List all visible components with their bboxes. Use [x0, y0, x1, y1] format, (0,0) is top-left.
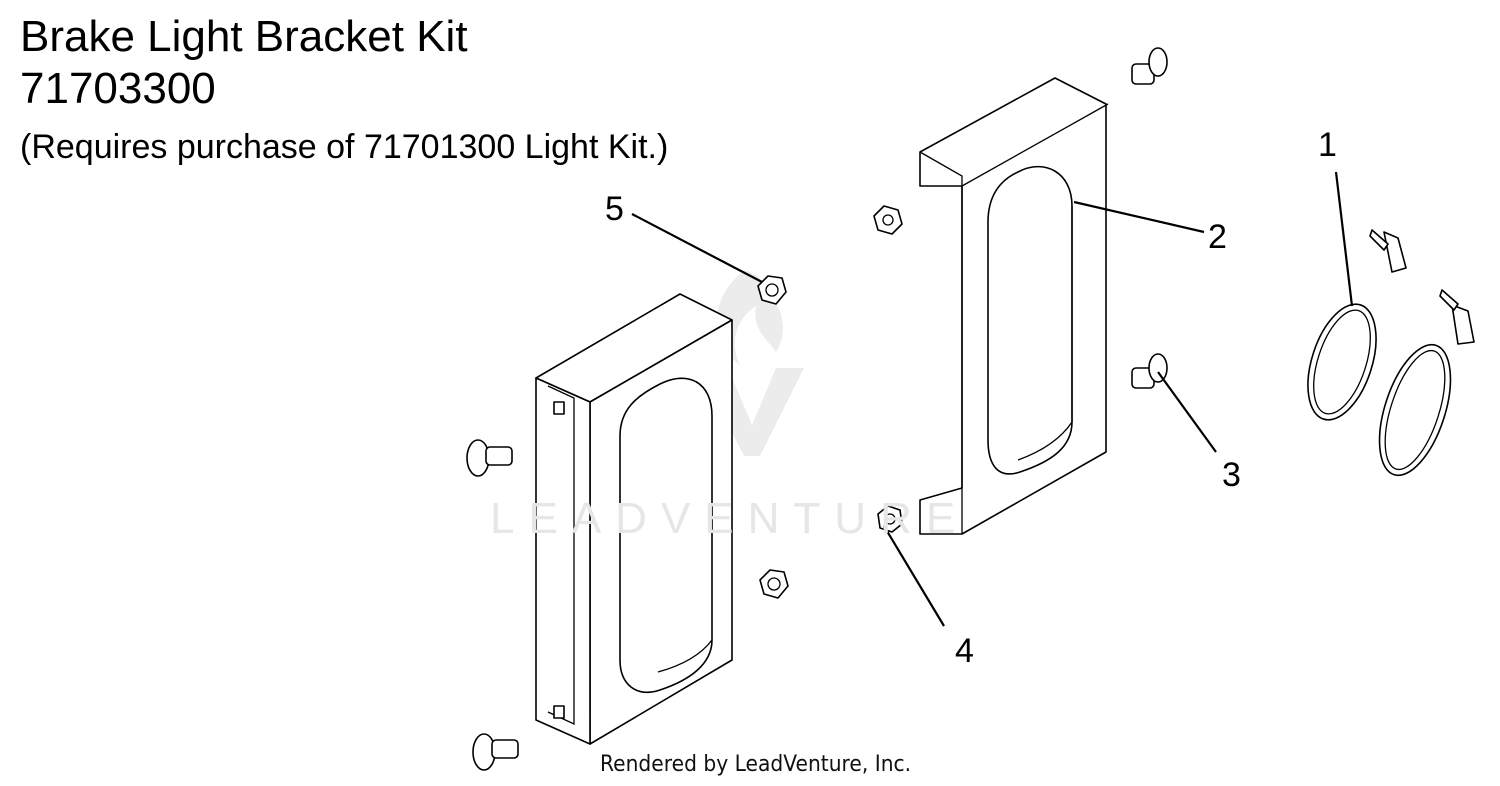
callout-4: 4 [955, 632, 974, 670]
diagram-title: Brake Light Bracket Kit [20, 12, 468, 61]
light-housing [535, 293, 733, 745]
callout-3: 3 [1222, 456, 1241, 494]
footer-credit: Rendered by LeadVenture, Inc. [600, 752, 912, 777]
bolt-part-3 [1131, 47, 1168, 389]
requirement-note: (Requires purchase of 71701300 Light Kit… [20, 128, 669, 166]
kit-part-number: 71703300 [20, 64, 216, 113]
cable-tie-part-1 [1307, 229, 1475, 477]
nut-part-4 [873, 205, 903, 533]
callout-2: 2 [1208, 218, 1227, 256]
watermark-text: LEADVENTURE [490, 494, 970, 543]
callout-5: 5 [605, 190, 624, 228]
carriage-bolts [466, 439, 519, 771]
nut-part-5 [757, 275, 789, 599]
callout-1: 1 [1318, 126, 1337, 164]
callout-leaders [631, 171, 1354, 627]
bracket-part-2 [919, 77, 1109, 535]
